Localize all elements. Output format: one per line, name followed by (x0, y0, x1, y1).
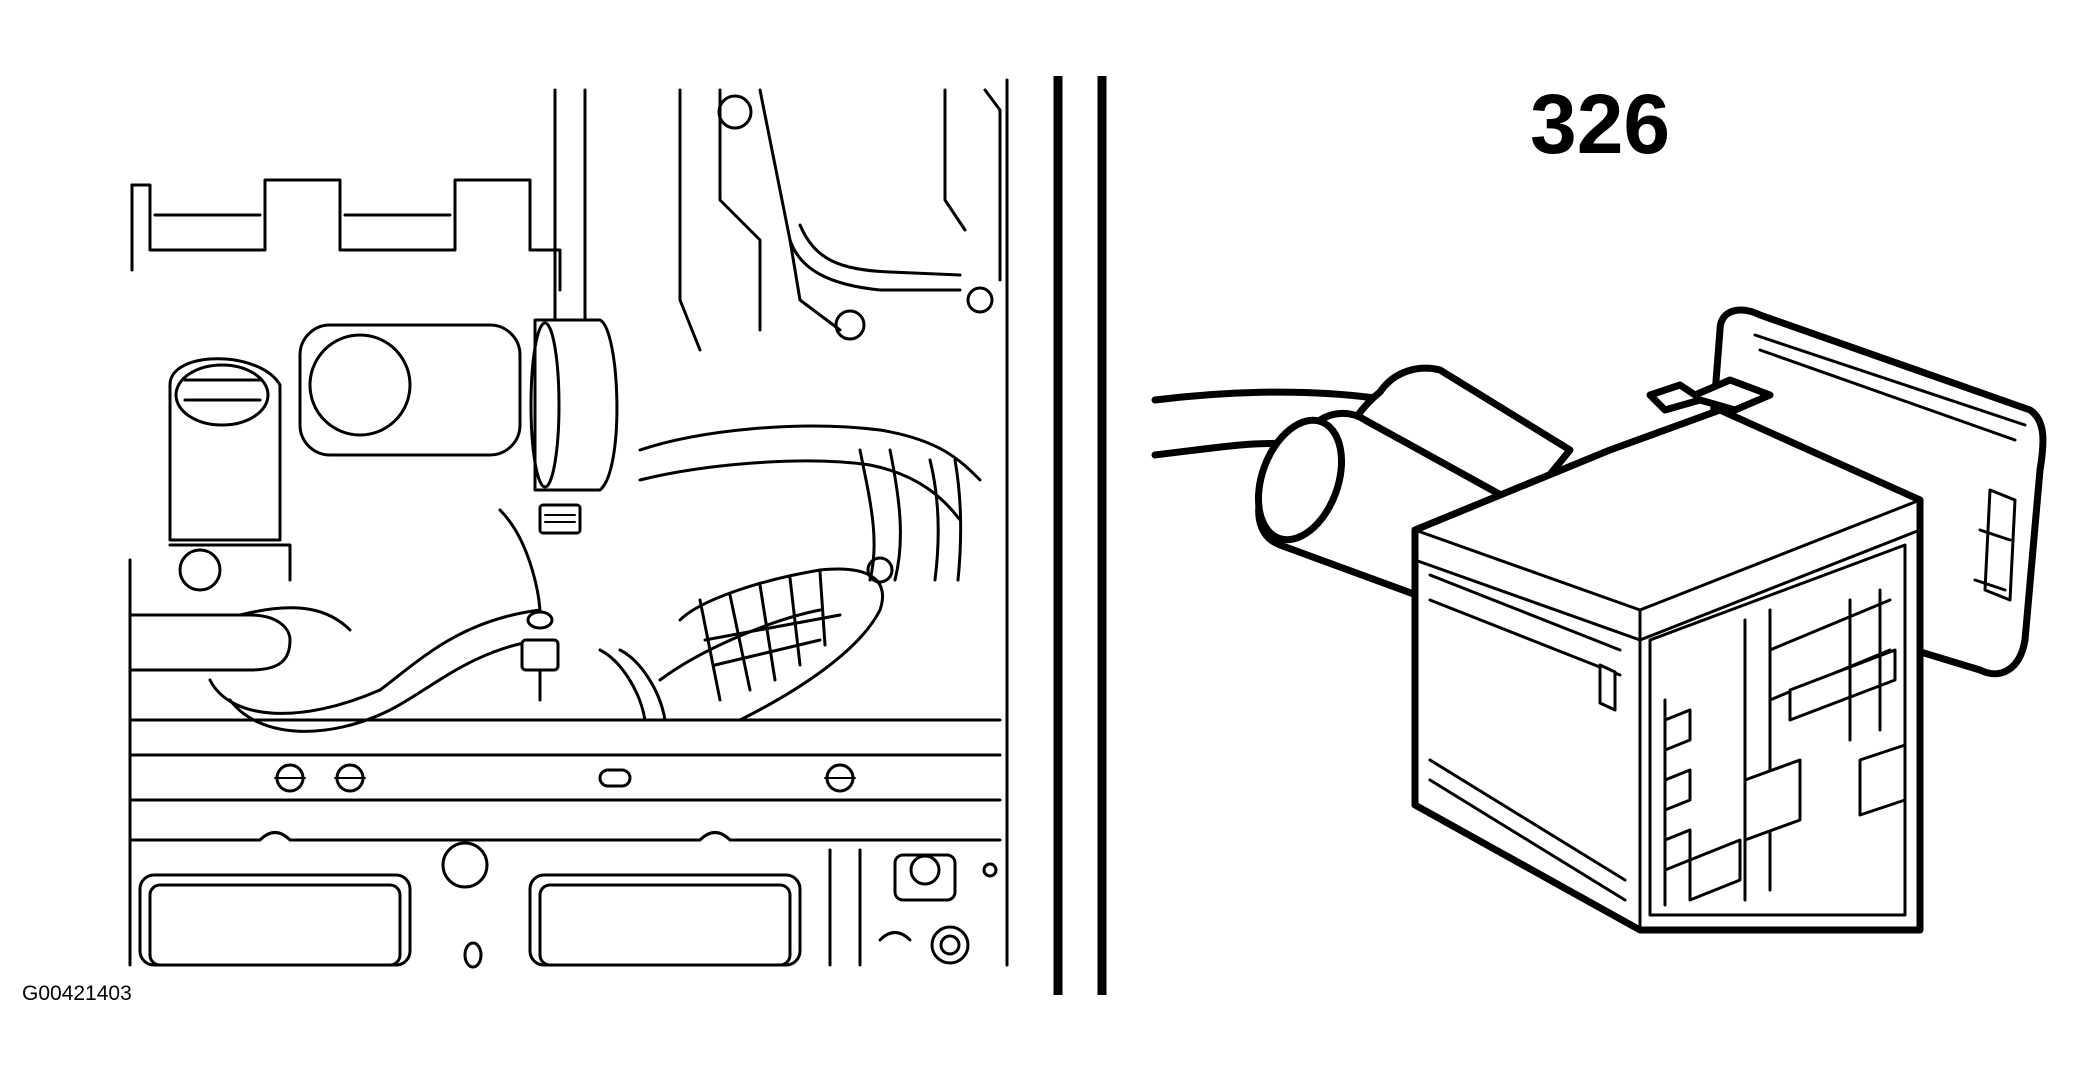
figure-code: G00421403 (22, 982, 132, 1005)
panel-divider (1053, 76, 1107, 995)
connector-326-illustration (1151, 306, 2047, 934)
engine-bay-view (128, 78, 1009, 969)
connector-reference-number: 326 (1530, 77, 1671, 171)
